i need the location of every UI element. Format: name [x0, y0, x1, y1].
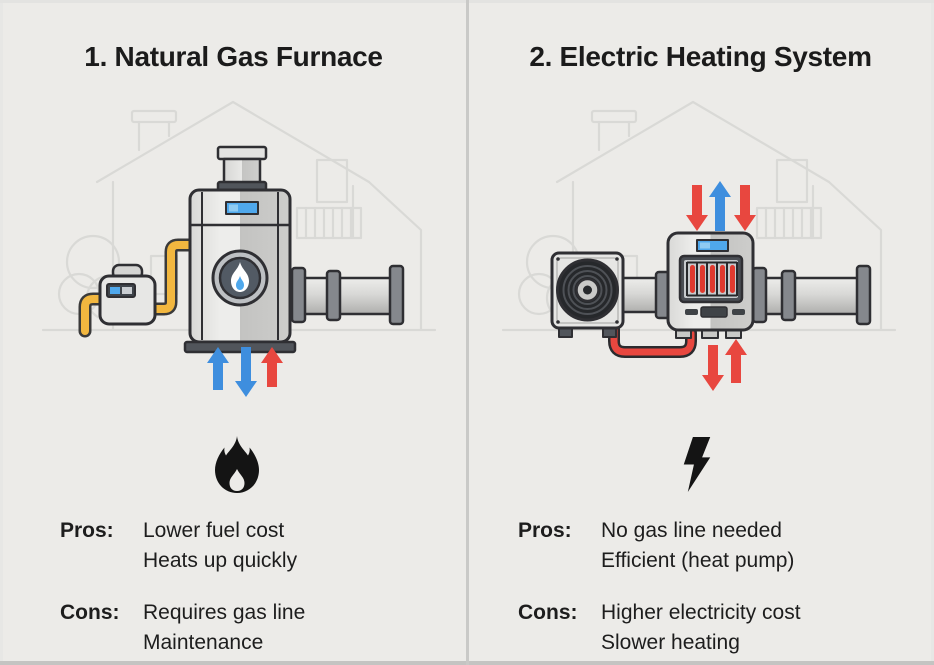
air-duct — [621, 264, 872, 326]
flame-window — [211, 249, 269, 307]
left-cons: Cons: Requires gas line Maintenance — [60, 598, 305, 658]
cons-label: Cons: — [518, 601, 578, 624]
electric-heater-unit — [666, 231, 755, 339]
pros-item: Efficient (heat pump) — [601, 549, 795, 572]
pros-item: Heats up quickly — [143, 549, 298, 572]
right-panel-title: 2. Electric Heating System — [529, 41, 872, 72]
panel-divider — [466, 0, 469, 665]
airflow-arrows — [686, 181, 756, 391]
pros-list: No gas line needed Efficient (heat pump) — [601, 516, 794, 576]
air-duct — [290, 264, 405, 326]
heater-display — [696, 239, 729, 252]
right-cons: Cons: Higher electricity cost Slower hea… — [518, 598, 801, 658]
gas-pipe — [78, 238, 199, 338]
right-pros: Pros: No gas line needed Efficient (heat… — [518, 516, 794, 576]
pros-item: Lower fuel cost — [143, 519, 285, 542]
cons-label: Cons: — [60, 601, 120, 624]
gas-meter — [98, 263, 157, 326]
cons-item: Higher electricity cost — [601, 601, 801, 624]
pros-item: No gas line needed — [601, 519, 782, 542]
pros-label: Pros: — [60, 519, 114, 542]
fan — [556, 258, 619, 322]
cons-list: Requires gas line Maintenance — [143, 598, 305, 658]
power-cable — [608, 317, 697, 358]
furnace — [183, 145, 297, 354]
heat-pump-unit — [550, 251, 625, 338]
flame-icon — [215, 436, 259, 493]
pros-label: Pros: — [518, 519, 572, 542]
left-pros: Pros: Lower fuel cost Heats up quickly — [60, 516, 297, 576]
heating-coils — [678, 254, 744, 304]
cons-list: Higher electricity cost Slower heating — [601, 598, 801, 658]
lightning-bolt-icon — [683, 437, 711, 492]
cons-item: Requires gas line — [143, 601, 306, 624]
cons-item: Maintenance — [143, 631, 264, 654]
left-panel-title: 1. Natural Gas Furnace — [84, 41, 383, 72]
pros-list: Lower fuel cost Heats up quickly — [143, 516, 297, 576]
airflow-arrows — [207, 347, 283, 397]
gas-furnace-illustration — [41, 100, 437, 397]
electric-heating-illustration — [501, 100, 897, 391]
cons-item: Slower heating — [601, 631, 740, 654]
